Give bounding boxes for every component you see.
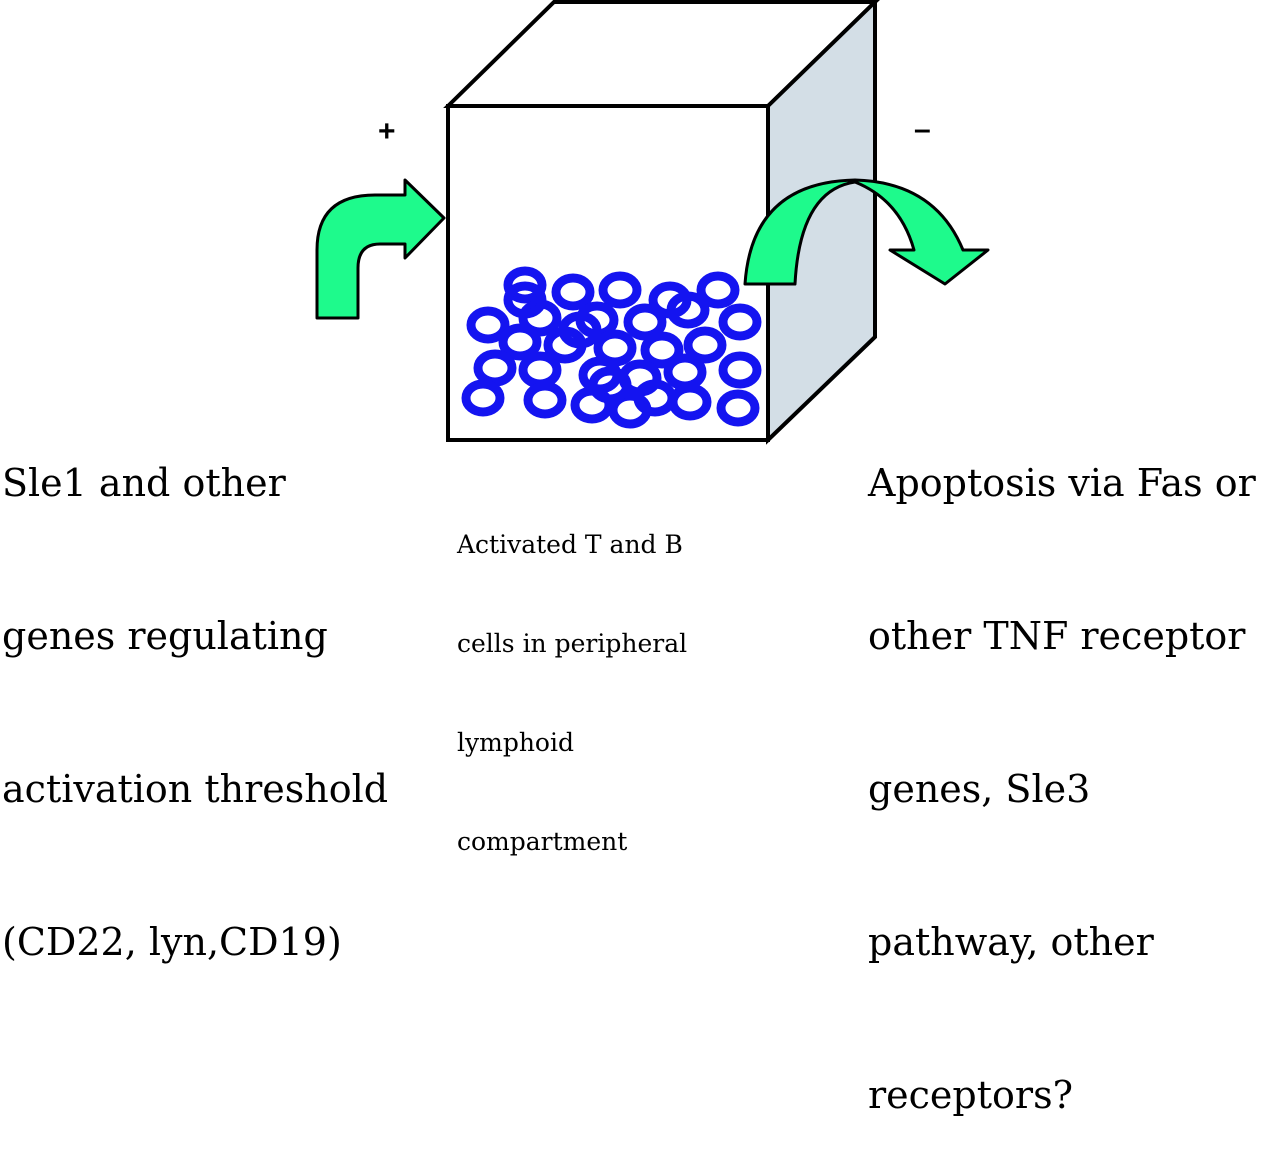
cell-ring (551, 273, 595, 311)
center-label-line: cells in peripheral (457, 629, 688, 658)
compartment-diagram (315, 0, 990, 445)
cell-ring (683, 326, 727, 364)
left-label-line: activation threshold (2, 767, 389, 811)
cell-ring (718, 303, 762, 341)
cell-ring (716, 389, 760, 427)
cell-ring (473, 349, 517, 387)
cell-ring (503, 281, 547, 319)
activation-arrow (315, 178, 446, 320)
center-label-line: compartment (457, 827, 628, 856)
center-label: Activated T and B cells in peripheral ly… (457, 462, 687, 891)
apoptosis-arrow (743, 178, 990, 286)
plus-sign: + (378, 115, 396, 148)
cell-ring (718, 351, 762, 389)
cell-ring (648, 281, 692, 319)
right-label: Apoptosis via Fas or other TNF receptor … (868, 356, 1256, 1172)
cell-ring (498, 323, 542, 361)
cell-ring (558, 311, 602, 349)
left-label-line: Sle1 and other (2, 461, 286, 505)
left-label-line: (CD22, lyn,CD19) (2, 920, 342, 964)
activated-cells-cluster (461, 266, 762, 429)
cell-ring (623, 303, 667, 341)
minus-sign: – (914, 113, 931, 146)
center-label-line: lymphoid (457, 728, 574, 757)
cell-ring (466, 306, 510, 344)
right-label-line: Apoptosis via Fas or (868, 461, 1256, 505)
cell-ring (633, 379, 677, 417)
cell-ring (640, 331, 684, 369)
right-label-line: genes, Sle3 (868, 767, 1091, 811)
center-label-line: Activated T and B (457, 530, 683, 559)
cell-ring (523, 381, 567, 419)
cell-ring (588, 366, 632, 404)
cell-ring (696, 271, 740, 309)
cell-ring (461, 379, 505, 417)
right-label-line: pathway, other (868, 920, 1154, 964)
right-label-line: receptors? (868, 1073, 1073, 1117)
cell-ring (503, 266, 547, 304)
cell-ring (598, 271, 642, 309)
left-label: Sle1 and other genes regulating activati… (2, 356, 388, 1019)
